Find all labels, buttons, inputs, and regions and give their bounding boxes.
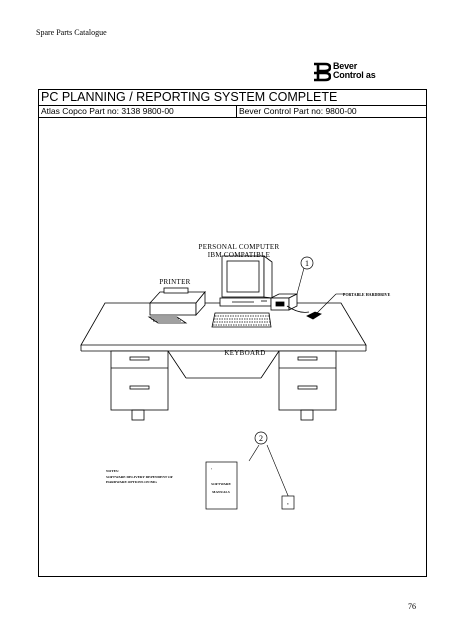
- callout-2-label: 2: [259, 434, 263, 443]
- part-numbers-row: Atlas Copco Part no: 3138 9800-00 Bever …: [39, 106, 426, 118]
- technical-drawing: 1 2 PERSONAL COMPUTER IBM COMPATIBLE PRI…: [80, 243, 391, 510]
- logo-line-1: Bever: [333, 61, 358, 71]
- callout-1: 1: [300, 256, 314, 270]
- callout-1-label: 1: [305, 259, 309, 268]
- bever-control-logo: Bever Control as: [313, 62, 393, 84]
- logo-line-2: Control as: [333, 70, 376, 80]
- svg-text:▪: ▪: [287, 501, 289, 506]
- label-personal-computer: PERSONAL COMPUTER: [199, 243, 280, 251]
- keyboard: [211, 312, 272, 328]
- callout-2: 2: [254, 431, 268, 445]
- portable-harddrive: [270, 293, 322, 320]
- notes-line-1: SOFTWARE DELIVERY DEPENDENT OF: [106, 475, 173, 479]
- manual-label-line-1: SOFTWARE: [211, 482, 231, 486]
- label-printer: PRINTER: [159, 278, 190, 286]
- notes-title: NOTES:: [106, 469, 119, 473]
- label-keyboard: KEYBOARD: [224, 349, 265, 357]
- bever-control-part-number: Bever Control Part no: 9800-00: [239, 106, 357, 116]
- part-row-divider: [236, 106, 237, 117]
- atlas-copco-part-number: Atlas Copco Part no: 3138 9800-00: [41, 106, 174, 116]
- notes-line-2: HARDWARE OPTIONS ON BIG: [106, 480, 157, 484]
- printer: [147, 287, 206, 324]
- bever-logo-icon: [314, 62, 331, 82]
- software-manuals: • SOFTWARE MANUALS: [205, 461, 238, 510]
- drawing-frame: PC PLANNING / REPORTING SYSTEM COMPLETE …: [38, 89, 427, 577]
- svg-text:•: •: [211, 467, 213, 471]
- catalogue-header: Spare Parts Catalogue: [36, 28, 107, 37]
- personal-computer: [219, 255, 273, 307]
- callout-leaders: [248, 267, 345, 499]
- label-ibm-compatible: IBM COMPATIBLE: [208, 251, 270, 259]
- document-title: PC PLANNING / REPORTING SYSTEM COMPLETE: [39, 90, 426, 106]
- page-number: 76: [408, 602, 416, 611]
- label-portable-harddrive: PORTABLE HARDDRIVE: [343, 292, 391, 297]
- software-media: ▪: [281, 495, 295, 510]
- manual-label-line-2: MANUALS: [212, 490, 230, 494]
